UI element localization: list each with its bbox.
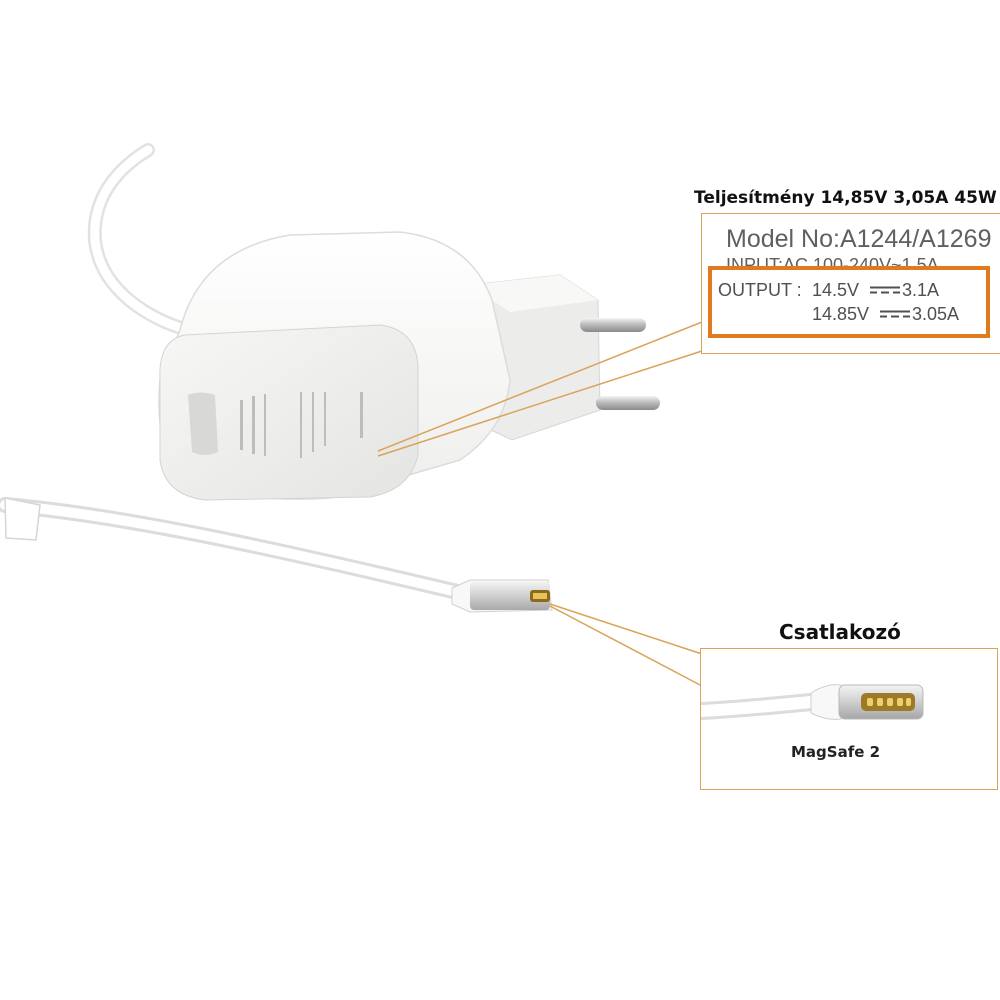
model-number-text: Model No:A1244/A1269 — [726, 225, 992, 253]
dc-current-icon — [880, 310, 910, 318]
spec-leader-line-lower — [377, 350, 703, 457]
spec-leader-line-upper — [377, 321, 703, 452]
output-current-1: 3.1A — [902, 280, 940, 300]
connector-closeup-callout: MagSafe 2 — [700, 648, 998, 790]
upper-cable — [87, 143, 195, 337]
power-rating-title: Teljesítmény 14,85V 3,05A 45W — [694, 188, 997, 208]
connector-name: MagSafe 2 — [791, 743, 881, 761]
output-current-2: 3.05A — [912, 304, 960, 324]
output-voltage-2: 14.85V — [812, 304, 870, 324]
connector-leader-line-lower — [549, 605, 703, 687]
input-rating-text: INPUT:AC 100-240V~1.5A — [726, 255, 939, 269]
output-highlight-frame: OUTPUT : 14.5V 3.1A 14.85V 3.05A — [708, 266, 990, 338]
dc-current-icon — [870, 286, 900, 294]
output-voltage-1: 14.5V — [812, 280, 860, 300]
magsafe-connector-closeup — [701, 684, 924, 720]
plug-prong-upper — [580, 318, 646, 332]
power-adapter-body — [158, 231, 511, 501]
magsafe-connector — [451, 579, 553, 613]
plug-prong-lower — [596, 396, 660, 410]
label-closeup-callout: Model No:A1244/A1269 INPUT:AC 100-240V~1… — [701, 213, 1000, 354]
connector-title: Csatlakozó — [779, 620, 901, 644]
connector-leader-line-upper — [549, 603, 703, 655]
magsafe-cable — [0, 497, 478, 603]
output-label: OUTPUT : — [718, 280, 802, 300]
